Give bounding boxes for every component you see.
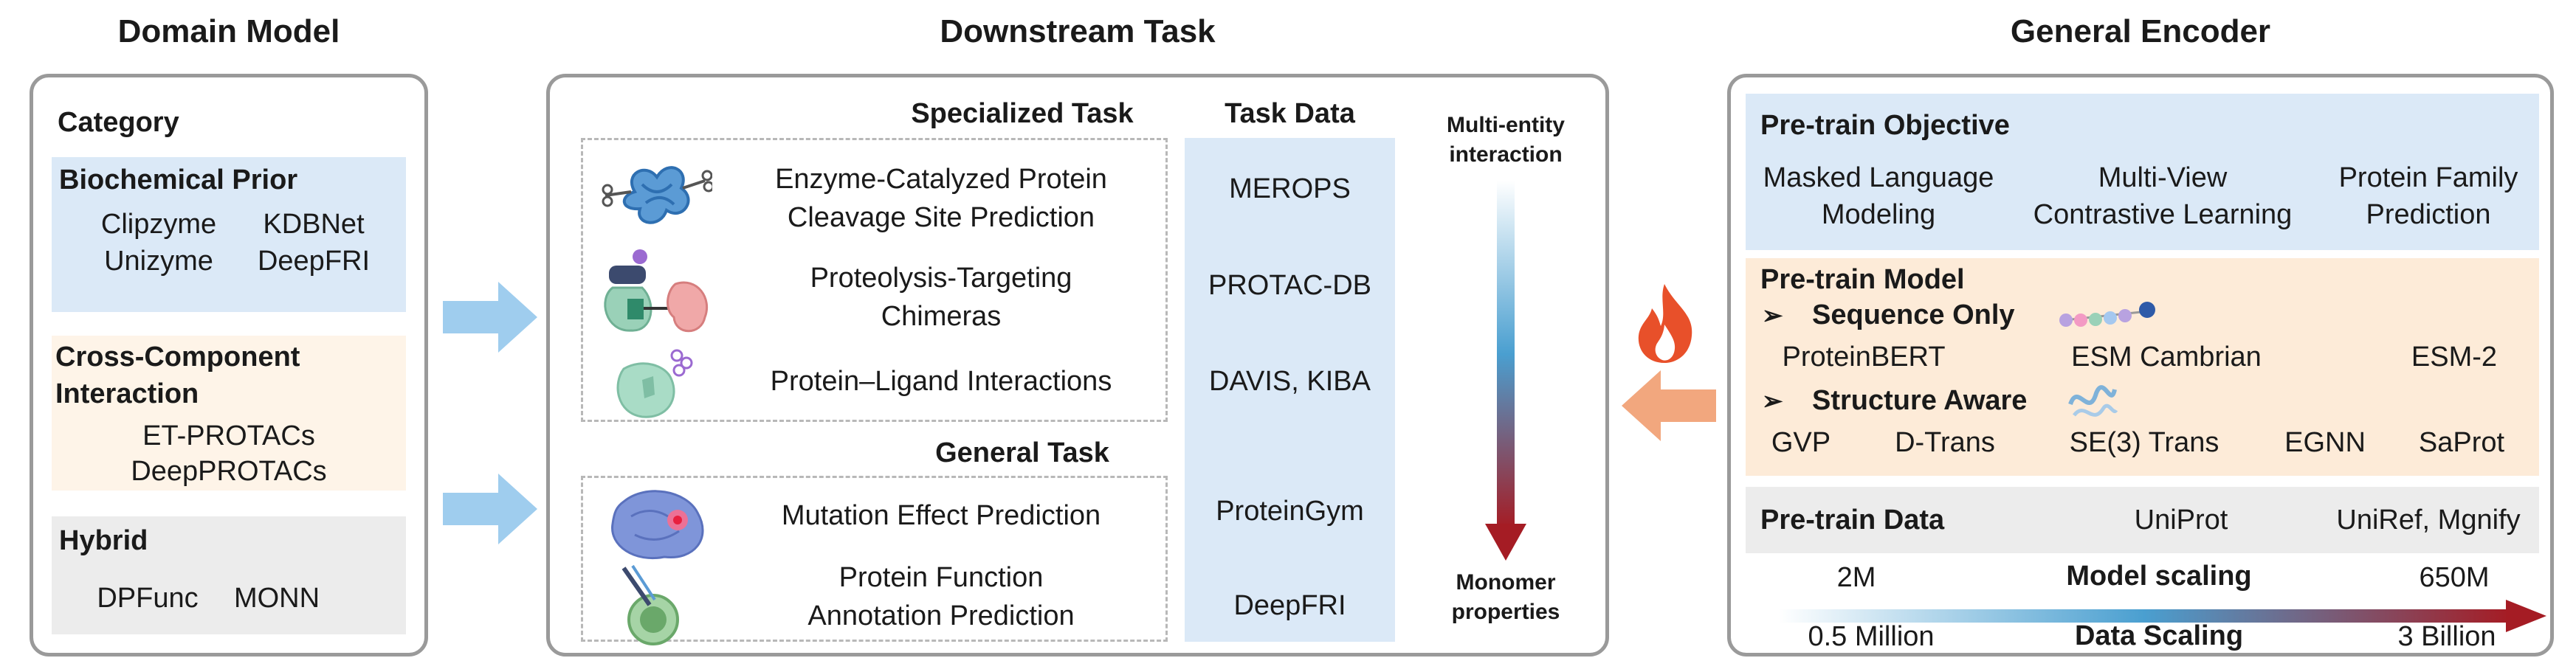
data-scaling-label: Data Scaling [2074,620,2244,651]
model-unizyme: Unizyme [104,246,213,277]
enzyme-cleavage-icon [602,166,712,224]
bullet-arrow-icon: ➢ [1762,302,1783,330]
category-label: Category [58,107,179,138]
model-egnn: EGNN [2284,427,2366,458]
model-clipzyme: Clipzyme [100,209,217,240]
model-deepfri: DeepFRI [257,246,371,277]
hybrid-title: Hybrid [59,525,148,556]
model-proteinbert: ProteinBERT [1782,342,1946,373]
domain-model-title: Domain Model [117,13,340,49]
scale-top-label-line1: Multi-entity [1447,113,1565,137]
cross-component-title-line1: Cross-Component [55,342,300,373]
model-kdbnet: KDBNet [263,209,365,240]
task-enzyme-cleavage-line1: Enzyme-Catalyzed Protein [775,164,1107,195]
domain-model-panel: Category Biochemical Prior Clipzyme KDBN… [30,74,428,657]
objective-family-line1: Protein Family [2338,162,2518,193]
model-deepprotacs: DeepPROTACs [131,456,327,487]
general-encoder-panel: Pre-train Objective Masked Language Mode… [1727,74,2554,657]
mutation-effect-icon [611,490,704,559]
pretrain-data-box: Pre-train Data UniProt UniRef, Mgnify [1746,487,2539,553]
biochemical-prior-title: Biochemical Prior [59,164,298,195]
data-scaling-max: 3 Billion [2397,621,2496,652]
model-gvp: GVP [1771,427,1831,458]
task-protein-function-line1: Protein Function [838,562,1044,593]
structure-aware-label: Structure Aware [1812,385,2028,416]
model-saprot: SaProt [2418,427,2505,458]
data-proteingym: ProteinGym [1216,496,1364,527]
protac-icon [604,249,709,333]
task-enzyme-cleavage-line2: Cleavage Site Prediction [787,202,1095,233]
general-task-group [581,476,1168,642]
pretrain-objective-title: Pre-train Objective [1760,110,2010,141]
downstream-task-title: Downstream Task [940,13,1216,49]
entity-scale-arrow-icon [1485,181,1526,561]
flame-icon [1638,284,1692,363]
pretrain-objective-box: Pre-train Objective Masked Language Mode… [1746,94,2539,250]
task-data-column [1185,138,1395,642]
arrow-left-icon [1622,370,1716,441]
task-protein-ligand: Protein–Ligand Interactions [770,366,1112,397]
hybrid-box: Hybrid DPFunc MONN [52,516,406,634]
objective-masked-lm-line2: Modeling [1821,199,1936,230]
task-protac-line2: Chimeras [881,301,1002,332]
protein-function-icon [621,564,679,645]
data-davis-kiba: DAVIS, KIBA [1209,366,1371,397]
pretrain-model-title: Pre-train Model [1760,264,1965,295]
biochemical-prior-box: Biochemical Prior Clipzyme KDBNet Unizym… [52,157,406,312]
specialized-task-group [581,138,1168,422]
data-uniprot: UniProt [2134,505,2228,536]
task-protein-function-line2: Annotation Prediction [807,600,1075,631]
task-data-title: Task Data [1225,98,1355,129]
data-protac-db: PROTAC-DB [1208,270,1371,301]
scale-top-label-line2: interaction [1449,142,1563,167]
scaling-gradient-arrow-icon [1779,600,2546,632]
task-mutation-effect: Mutation Effect Prediction [781,500,1101,531]
sequence-only-label: Sequence Only [1812,299,2015,330]
sequence-beads-icon [2059,302,2155,327]
data-uniref-mgnify: UniRef, Mgnify [2336,505,2521,536]
model-scaling-min: 2M [1836,562,1876,593]
scale-bottom-label-line1: Monomer [1456,570,1556,595]
general-task-title: General Task [935,437,1109,468]
arrow-right-icon [443,282,537,353]
objective-contrastive-line2: Contrastive Learning [2033,199,2293,230]
general-encoder-title: General Encoder [2010,13,2271,49]
model-esm-cambrian: ESM Cambrian [2071,342,2262,373]
model-se3-trans: SE(3) Trans [2069,427,2219,458]
model-scaling-label: Model scaling [2066,561,2252,592]
arrow-right-icon [443,474,537,544]
data-scaling-min: 0.5 Million [1808,621,1935,652]
objective-family-line2: Prediction [2366,199,2491,230]
model-scaling-max: 650M [2419,562,2490,593]
pretrain-data-title: Pre-train Data [1760,505,1945,536]
model-dpfunc: DPFunc [97,583,199,614]
bullet-arrow-icon: ➢ [1762,387,1783,415]
model-monn: MONN [233,583,320,614]
data-deepfri: DeepFRI [1233,590,1346,621]
objective-masked-lm-line1: Masked Language [1763,162,1994,193]
model-esm-2: ESM-2 [2411,342,2498,373]
protein-ligand-icon [616,349,693,418]
downstream-task-panel: Specialized Task General Task [546,74,1609,657]
scale-bottom-label-line2: properties [1451,600,1560,624]
pretrain-model-box: Pre-train Model ➢ Sequence Only ProteinB… [1746,258,2539,476]
protein-structure-icon [2068,385,2118,417]
data-merops: MEROPS [1229,173,1351,204]
cross-component-box: Cross-Component Interaction ET-PROTACs D… [52,336,406,491]
objective-contrastive-line1: Multi-View [2098,162,2228,193]
task-protac-line1: Proteolysis-Targeting [810,263,1072,294]
model-et-protacs: ET-PROTACs [142,420,315,451]
specialized-task-title: Specialized Task [911,98,1134,129]
cross-component-title-line2: Interaction [55,378,199,409]
model-d-trans: D-Trans [1895,427,1995,458]
